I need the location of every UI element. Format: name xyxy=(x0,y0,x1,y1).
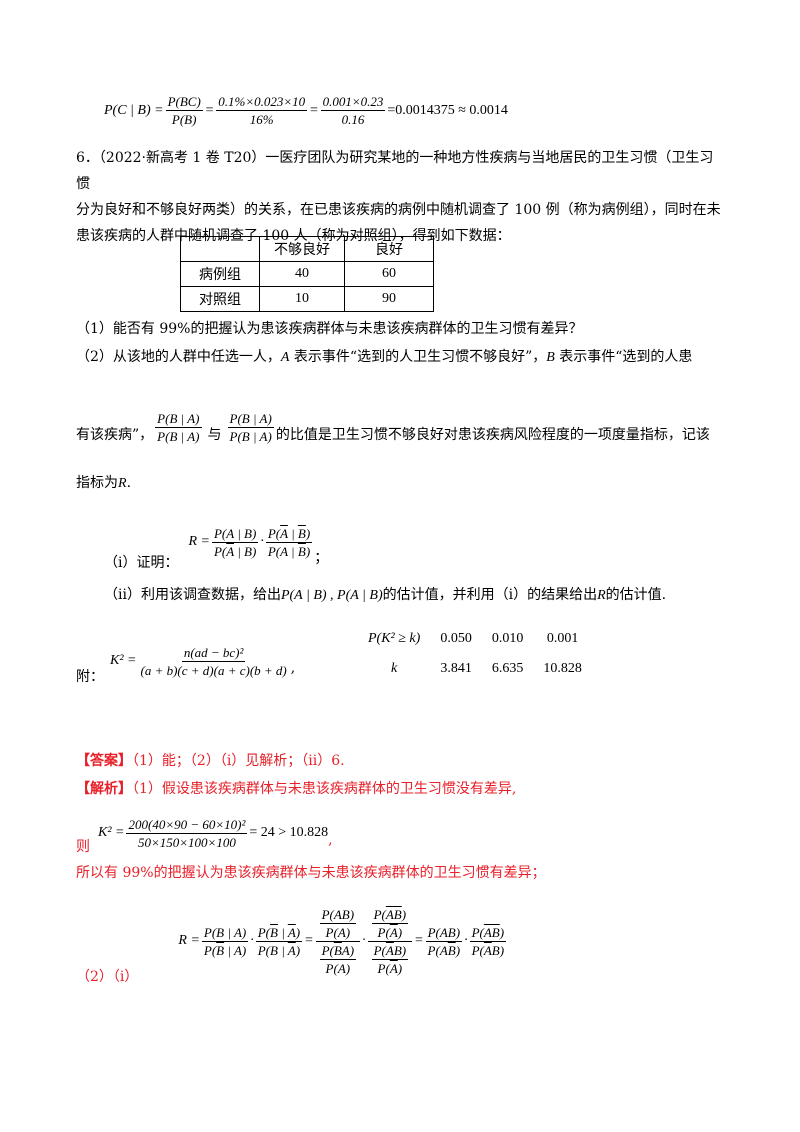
risk-fraction-1: P(B | A)P(B | A) xyxy=(155,410,202,444)
analysis-conclusion: 所以有 99%的把握认为患该疾病群体与未患该疾病群体的卫生习惯有差异； xyxy=(76,865,546,881)
table-cell: 90 xyxy=(344,286,434,312)
table-row-label: 病例组 xyxy=(180,261,260,287)
table-row-label: k xyxy=(391,661,398,676)
question-2-line-3: 指标为R. xyxy=(76,475,132,491)
proof-fraction-1: P(A | B)P(A | B) xyxy=(211,525,259,559)
table-cell: 0.001 xyxy=(546,631,579,646)
question-1: （1）能否有 99%的把握认为患该疾病群体与未患该疾病群体的卫生习惯有差异？ xyxy=(76,321,583,337)
sub-question-i: （i）证明： R = P(A | B)P(A | B) · P(A | B)P(… xyxy=(104,525,329,572)
table-header-cell: 良好 xyxy=(344,236,434,262)
table-header-row: 不够良好 良好 xyxy=(180,236,434,262)
formula-lhs: P(C | B) = xyxy=(104,102,164,118)
question-2-line-1: （2）从该地的人群中任选一人，A 表示事件“选到的人卫生习惯不够良好”，B 表示… xyxy=(76,349,693,365)
analysis-tag: 【解析】 xyxy=(76,781,132,797)
critical-value-table: P(K² ≥ k) 0.050 0.010 0.001 k 3.841 6.63… xyxy=(358,624,592,684)
formula-result: =0.0014375 ≈ 0.0014 xyxy=(387,102,508,118)
table-cell: 6.635 xyxy=(491,661,524,676)
table-header-cell: 不够良好 xyxy=(259,236,345,262)
sub-question-ii: （ii）利用该调查数据，给出P(A | B) , P(A | B)的估计值，并利… xyxy=(104,587,667,603)
analysis-line: 【解析】（1）假设患该疾病群体与未患该疾病群体的卫生习惯没有差异, xyxy=(76,778,516,798)
table-cell: 0.010 xyxy=(491,631,524,646)
risk-fraction-2: P(B | A)P(B | A) xyxy=(227,410,274,444)
formula-fraction-1: P(BC)P(B) xyxy=(165,94,203,127)
answer-tag: 【答案】 xyxy=(76,753,132,769)
table-header-cell xyxy=(180,236,260,262)
table-cell: 60 xyxy=(344,261,434,287)
table-row: P(K² ≥ k) 0.050 0.010 0.001 xyxy=(358,624,592,654)
analysis-text: （1）假设患该疾病群体与未患该疾病群体的卫生习惯没有差异, xyxy=(132,781,517,797)
problem-statement: 6．（2022·新高考 1 卷 T20）一医疗团队为研究某地的一种地方性疾病与当… xyxy=(76,145,724,249)
table-row-label: P(K² ≥ k) xyxy=(368,631,421,646)
table-row: 对照组 10 90 xyxy=(180,286,434,312)
proof-fraction-2: P(A | B)P(A | B) xyxy=(265,525,313,559)
part2-derivation: （2）（i） R = P(B | A)P(B | A) · P(B | A)P(… xyxy=(76,906,507,985)
appendix-formula: 附： K² = n(ad − bc)²(a + b)(c + d)(a + c)… xyxy=(76,644,296,686)
table-row: k 3.841 6.635 10.828 xyxy=(358,654,592,684)
table-cell: 0.050 xyxy=(440,631,472,646)
table-cell: 10 xyxy=(259,286,345,312)
problem-line-2: 分为良好和不够良好两类）的关系，在已患该疾病的病例中随机调查了 100 例（称为… xyxy=(76,202,721,218)
answer-line: 【答案】（1）能；（2）（i）见解析；（ii）6. xyxy=(76,750,345,770)
table-row: 病例组 40 60 xyxy=(180,261,434,287)
table-cell: 3.841 xyxy=(440,661,472,676)
survey-table: 不够良好 良好 病例组 40 60 对照组 10 90 xyxy=(180,236,434,312)
k-squared-fraction: n(ad − bc)²(a + b)(c + d)(a + c)(b + d) xyxy=(140,644,287,678)
question-2-line-2: 有该疾病”， P(B | A)P(B | A) 与 P(B | A)P(B | … xyxy=(76,410,710,444)
table-row-label: 对照组 xyxy=(180,286,260,312)
problem-line-1: 6．（2022·新高考 1 卷 T20）一医疗团队为研究某地的一种地方性疾病与当… xyxy=(76,150,714,192)
table-cell: 40 xyxy=(259,261,345,287)
table-cell: 10.828 xyxy=(543,661,582,676)
answer-text: （1）能；（2）（i）见解析；（ii）6. xyxy=(132,753,345,769)
